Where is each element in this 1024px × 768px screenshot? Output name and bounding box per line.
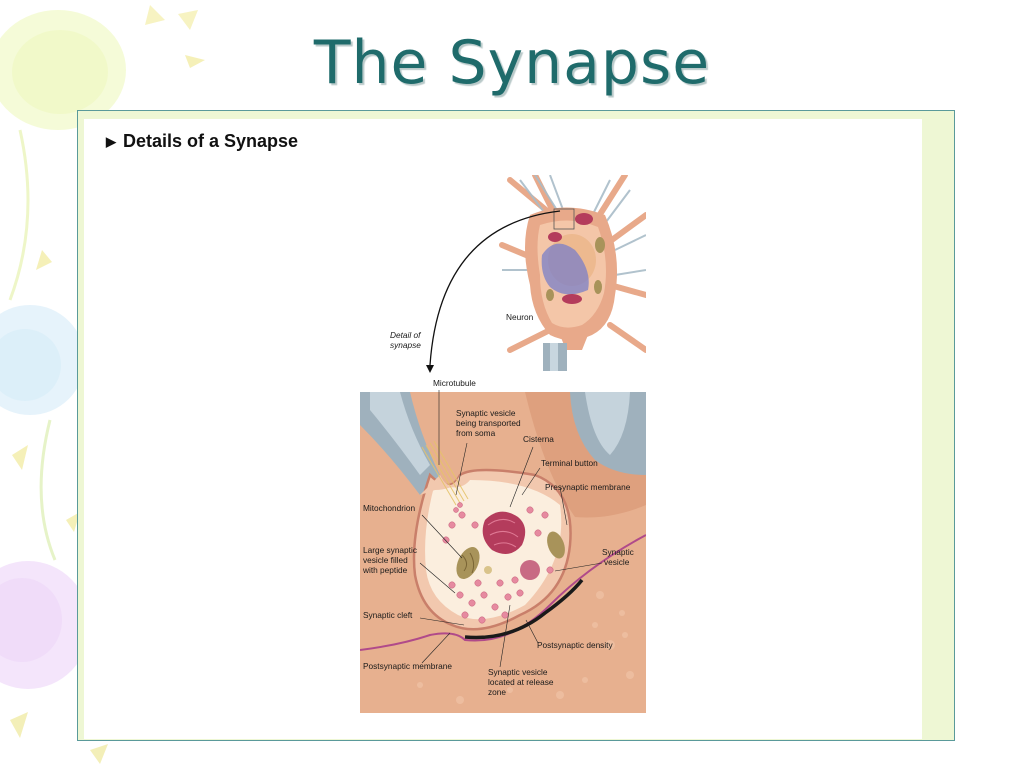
label-terminal-button: Terminal button <box>541 458 598 468</box>
label-postsynaptic-membrane: Postsynaptic membrane <box>363 661 452 671</box>
label-large-vesicle-2: vesicle filled <box>363 555 408 565</box>
label-presynaptic-membrane: Presynaptic membrane <box>545 482 631 492</box>
label-cisterna: Cisterna <box>523 434 554 444</box>
label-synaptic-cleft: Synaptic cleft <box>363 610 413 620</box>
label-synaptic-vesicle-1: Synaptic <box>602 547 634 557</box>
synapse-detail-illustration <box>360 392 646 713</box>
label-synaptic-vesicle-2: vesicle <box>604 557 630 567</box>
label-microtubule: Microtubule <box>433 378 476 388</box>
label-postsynaptic-density: Postsynaptic density <box>537 640 613 650</box>
triangle-bullet-icon: ▶ <box>106 134 116 149</box>
arrowhead-icon <box>426 365 434 373</box>
slide-title: The Synapse <box>313 28 711 98</box>
synapse-labels: Microtubule Synaptic vesicle being trans… <box>362 378 634 697</box>
label-large-vesicle-1: Large synaptic <box>363 545 417 555</box>
label-vesicle-transport-3: from soma <box>456 428 496 438</box>
label-release-3: zone <box>488 687 506 697</box>
label-detail-of: Detail of <box>390 330 422 340</box>
synapse-figure: Neuron Detail of synapse <box>360 175 646 713</box>
figure-heading: ▶ Details of a Synapse <box>106 131 298 152</box>
label-vesicle-transport-2: being transported <box>456 418 521 428</box>
label-large-vesicle-3: with peptide <box>362 565 408 575</box>
figure-heading-text: Details of a Synapse <box>123 131 299 151</box>
label-mitochondrion: Mitochondrion <box>363 503 416 513</box>
label-release-2: located at release <box>488 677 554 687</box>
label-release-1: Synaptic vesicle <box>488 667 548 677</box>
leader-lines <box>419 390 603 668</box>
detail-arrow <box>429 210 561 366</box>
neuron-illustration: Neuron <box>499 175 646 371</box>
label-neuron: Neuron <box>506 312 534 322</box>
label-vesicle-transport-1: Synaptic vesicle <box>456 408 516 418</box>
label-detail-synapse: synapse <box>390 340 421 350</box>
